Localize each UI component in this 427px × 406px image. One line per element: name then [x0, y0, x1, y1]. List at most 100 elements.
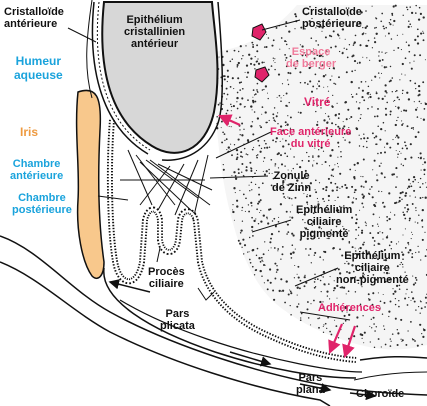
vitreous-dot: [259, 199, 262, 202]
vitreous-dot: [310, 262, 312, 264]
vitreous-dot: [264, 111, 267, 114]
vitreous-dot: [259, 260, 262, 263]
vitreous-dot: [236, 91, 239, 94]
vitreous-dot: [406, 125, 409, 128]
pink-arrows: [217, 114, 357, 359]
vitreous-dot: [381, 97, 384, 101]
vitreous-dot: [313, 160, 315, 162]
vitreous-dot: [405, 6, 408, 9]
vitreous-dot: [249, 161, 252, 164]
vitreous-dot: [301, 45, 304, 48]
vitreous-dot: [222, 63, 225, 67]
vitreous-dot: [283, 196, 286, 198]
vitreous-dot: [400, 49, 402, 51]
vitreous-dot: [365, 81, 367, 83]
vitreous-dot: [402, 123, 404, 125]
vitreous-dot: [382, 293, 384, 296]
vitreous-dot: [314, 278, 316, 281]
label-line: non-pigmenté: [336, 274, 409, 286]
vitreous-dot: [335, 113, 337, 116]
vitreous-dot: [312, 156, 314, 158]
vitreous-dot: [328, 67, 331, 70]
berger-space-2: [254, 66, 270, 83]
vitreous-dot: [237, 61, 240, 65]
vitreous-dot: [264, 241, 266, 243]
vitreous-dot: [409, 320, 412, 323]
vitreous-dot: [349, 254, 352, 257]
vitreous-dot: [233, 49, 236, 52]
vitreous-dot: [226, 69, 229, 72]
vitreous-dot: [252, 89, 255, 91]
vitreous-dot: [256, 90, 258, 92]
vitreous-dot: [253, 111, 256, 113]
vitreous-dot: [322, 75, 326, 78]
vitreous-dot: [341, 28, 345, 31]
vitreous-dot: [362, 274, 364, 276]
vitreous-dot: [358, 145, 361, 147]
vitreous-dot: [337, 268, 340, 271]
vitreous-dot: [245, 153, 247, 155]
vitreous-dot: [285, 56, 288, 59]
vitreous-dot: [393, 19, 396, 23]
vitreous-dot: [408, 244, 410, 246]
vitreous-dot: [259, 269, 262, 273]
vitreous-dot: [388, 272, 390, 274]
vitreous-dot: [313, 230, 316, 233]
vitreous-dot: [320, 228, 322, 230]
vitreous-dot: [384, 258, 388, 262]
vitreous-dot: [255, 170, 258, 172]
vitreous-dot: [408, 296, 410, 299]
vitreous-dot: [273, 217, 276, 220]
vitreous-dot: [393, 49, 395, 52]
vitreous-dot: [261, 113, 263, 115]
vitreous-dot: [404, 247, 407, 249]
vitreous-dot: [336, 102, 338, 104]
vitreous-dot: [243, 244, 247, 247]
vitreous-dot: [353, 177, 356, 180]
vitreous-dot: [338, 76, 340, 79]
vitreous-dot: [229, 148, 231, 150]
vitreous-dot: [385, 26, 387, 29]
vitreous-dot: [314, 131, 316, 134]
vitreous-dot: [341, 254, 344, 257]
vitreous-dot: [277, 167, 280, 169]
vitreous-dot: [305, 172, 307, 175]
vitreous-dot: [262, 253, 265, 256]
vitreous-dot: [370, 318, 372, 320]
vitreous-dot: [230, 103, 232, 106]
vitreous-dot: [261, 259, 263, 262]
vitreous-dot: [417, 18, 421, 21]
vitreous-dot: [365, 222, 367, 224]
vitreous-dot: [337, 141, 340, 144]
vitreous-dot: [338, 113, 341, 115]
vitreous-dot: [419, 157, 422, 160]
vitreous-dot: [372, 292, 375, 295]
label-line: Chambre: [12, 158, 61, 170]
vitreous-dot: [297, 265, 300, 268]
vitreous-dot: [372, 316, 375, 319]
vitreous-dot: [422, 335, 425, 339]
vitreous-dot: [359, 276, 362, 279]
vitreous-dot: [345, 186, 348, 190]
vitreous-dot: [241, 163, 244, 165]
vitreous-dot: [287, 83, 290, 86]
vitreous-dot: [422, 30, 424, 32]
vitreous-dot: [248, 53, 251, 56]
vitreous-dot: [225, 87, 228, 90]
vitreous-dot: [362, 158, 365, 161]
vitreous-dot: [252, 101, 255, 104]
vitreous-dot: [257, 202, 260, 205]
label-line: Cristalloïde: [4, 6, 64, 18]
vitreous-dot: [279, 48, 281, 50]
vitreous-dot: [280, 163, 284, 166]
vitreous-dot: [223, 78, 226, 81]
label-line: Humeur: [15, 54, 62, 68]
vitreous-dot: [336, 186, 339, 189]
vitreous-dot: [321, 26, 324, 29]
label-epithelium-ciliaire-pigmente: Epithélium ciliaire pigmenté: [296, 204, 352, 240]
vitreous-dot: [383, 27, 386, 30]
vitreous-dot: [379, 138, 382, 141]
vitreous-dot: [328, 118, 331, 120]
vitreous-dot: [339, 172, 342, 175]
vitreous-dot: [413, 300, 416, 303]
